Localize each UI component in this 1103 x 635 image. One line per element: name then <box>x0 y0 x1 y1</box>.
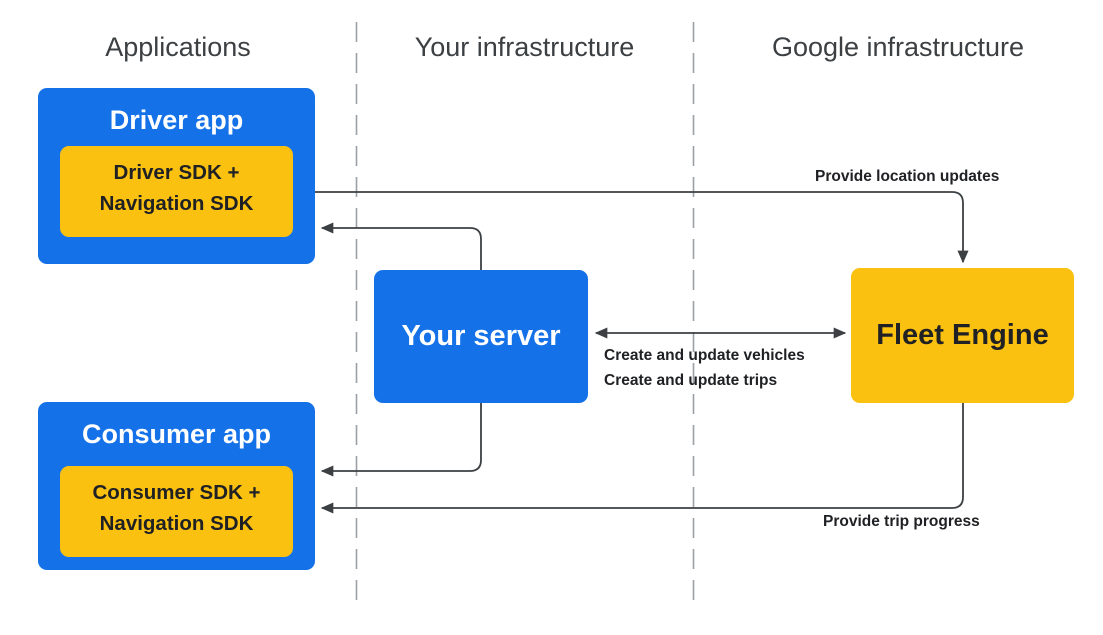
edge-label-provide-location-updates: Provide location updates <box>815 168 1000 185</box>
edge-server-to-consumer-app <box>320 403 482 477</box>
node-fleet-engine[interactable]: Fleet Engine <box>851 268 1074 403</box>
node-consumer-app-title: Consumer app <box>81 419 272 449</box>
node-driver-sdk[interactable]: Driver SDK + Navigation SDK <box>60 146 293 237</box>
node-fleet-engine-title: Fleet Engine <box>876 319 1049 351</box>
node-your-server[interactable]: Your server <box>374 270 588 403</box>
edge-label-create-and-update-trips: Create and update trips <box>604 372 778 389</box>
node-driver-sdk-label-line-1: Driver SDK + <box>113 161 240 184</box>
node-consumer-sdk-label-line-2: Navigation SDK <box>99 512 254 535</box>
column-header-your-infrastructure: Your infrastructure <box>414 32 635 62</box>
edge-provide-trip-progress <box>320 403 964 514</box>
edge-provide-location-updates <box>315 191 969 264</box>
node-consumer-sdk[interactable]: Consumer SDK + Navigation SDK <box>60 466 293 557</box>
edge-label-provide-trip-progress: Provide trip progress <box>823 513 980 530</box>
edge-label-create-and-update-vehicles: Create and update vehicles <box>604 347 805 364</box>
column-header-applications: Applications <box>105 32 251 62</box>
edge-server-to-driver-app <box>320 222 482 270</box>
node-driver-sdk-label-line-2: Navigation SDK <box>99 192 254 215</box>
column-header-google-infrastructure: Google infrastructure <box>771 32 1025 62</box>
node-consumer-sdk-label-line-1: Consumer SDK + <box>92 481 261 504</box>
node-driver-app-title: Driver app <box>109 105 244 135</box>
node-your-server-title: Your server <box>401 320 561 352</box>
